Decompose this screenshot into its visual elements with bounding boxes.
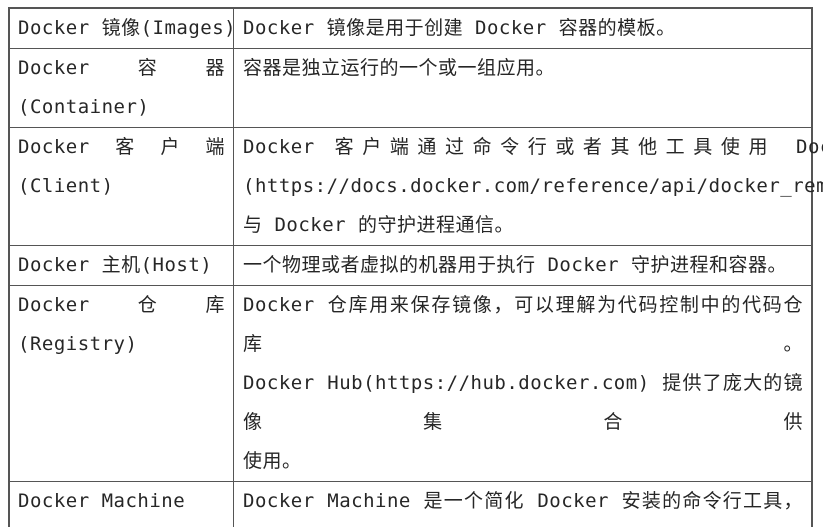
description-cell: Docker 客户端通过命令行或者其他工具使用 Docker API (https… [233, 128, 823, 245]
term-token: 户 [160, 136, 180, 158]
description-line: Docker Machine 是一个简化 Docker 安装的命令行工具，通过一… [243, 490, 803, 512]
description-cell: Docker 镜像是用于创建 Docker 容器的模板。 [233, 9, 811, 48]
description-line: Docker 镜像是用于创建 Docker 容器的模板。 [243, 17, 676, 39]
term-token: 容 [137, 57, 158, 79]
term-cell: Docker 镜像(Images) [10, 9, 237, 48]
table-row: Docker 仓 库 (Registry) Docker 仓库用来保存镜像，可以理解为代… [10, 285, 811, 481]
description-line: 使用。 [243, 450, 302, 472]
term-line: (Registry) [18, 333, 138, 355]
description-line: Docker Hub(https://hub.docker.com) 提供了庞大… [243, 372, 803, 433]
description-line: 容器是独立运行的一个或一组应用。 [243, 57, 556, 79]
term-cell: Docker 客 户 端 (Client) [10, 128, 233, 245]
term-token: 客 [115, 136, 135, 158]
term-line: Docker 主机(Host) [18, 254, 213, 276]
description-line: (https://docs.docker.com/reference/api/d… [243, 175, 823, 197]
term-cell: Docker Machine [10, 482, 233, 527]
description-line: 一个物理或者虚拟的机器用于执行 Docker 守护进程和容器。 [243, 254, 788, 276]
term-cell: Docker 容 器 (Container) [10, 49, 233, 127]
description-line: 与 Docker 的守护进程通信。 [243, 214, 515, 236]
term-token: 端 [205, 136, 225, 158]
term-line: Docker 容 器 [18, 49, 225, 88]
term-token: 器 [205, 57, 225, 79]
description-line: Docker 仓库用来保存镜像，可以理解为代码控制中的代码仓库。 [243, 294, 803, 355]
term-line: (Client) [18, 175, 114, 197]
term-line: Docker Machine [18, 490, 186, 512]
table-row: Docker 镜像(Images) Docker 镜像是用于创建 Docker 容… [10, 9, 811, 48]
term-token: Docker [18, 57, 90, 79]
term-line: Docker 客 户 端 [18, 128, 225, 167]
table-row: Docker 客 户 端 (Client) Docker 客户端通过命令行或者其他工具使用… [10, 127, 823, 245]
description-cell: Docker 仓库用来保存镜像，可以理解为代码控制中的代码仓库。 Docker H… [233, 286, 811, 481]
term-token: 仓 [137, 294, 158, 316]
term-token: Docker [18, 294, 90, 316]
table-rows: Docker 镜像(Images) Docker 镜像是用于创建 Docker 容… [10, 9, 823, 527]
docker-terminology-table: Docker 镜像(Images) Docker 镜像是用于创建 Docker 容… [8, 7, 823, 527]
description-cell: 一个物理或者虚拟的机器用于执行 Docker 守护进程和容器。 [233, 246, 811, 285]
description-line: Docker 客户端通过命令行或者其他工具使用 Docker API [243, 136, 823, 158]
table-row: Docker 容 器 (Container) 容器是独立运行的一个或一组应用。 [10, 48, 811, 127]
table-row: Docker 主机(Host) 一个物理或者虚拟的机器用于执行 Docker 守护… [10, 245, 811, 285]
table-row: Docker Machine Docker Machine 是一个简化 Docke… [10, 481, 811, 527]
term-cell: Docker 主机(Host) [10, 246, 233, 285]
description-cell: Docker Machine 是一个简化 Docker 安装的命令行工具，通过一… [233, 482, 811, 527]
term-line: Docker 镜像(Images) [18, 17, 237, 39]
term-line: (Container) [18, 96, 150, 118]
description-cell: 容器是独立运行的一个或一组应用。 [233, 49, 811, 127]
term-cell: Docker 仓 库 (Registry) [10, 286, 233, 481]
term-token: Docker [18, 136, 90, 158]
term-line: Docker 仓 库 [18, 286, 225, 325]
term-token: 库 [205, 294, 225, 316]
